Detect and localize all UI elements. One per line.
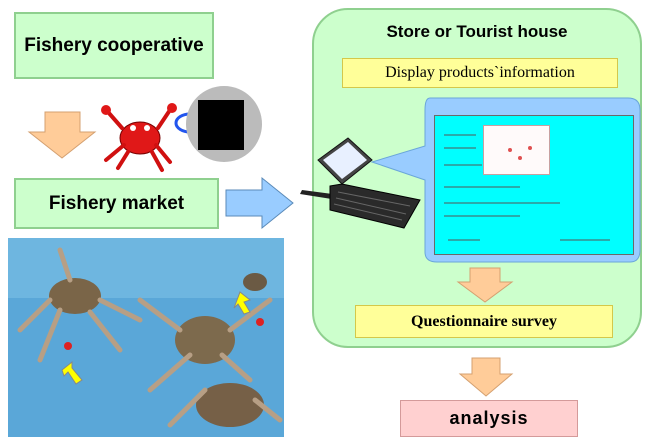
right-arrow-market-store — [225, 176, 294, 230]
fishery-cooperative-box: Fishery cooperative — [14, 12, 214, 79]
info-screen-chart — [483, 125, 550, 175]
laptop-icon — [300, 137, 421, 229]
yellow-arrow-icon — [61, 291, 252, 385]
store-title: Store or Tourist house — [386, 22, 568, 41]
display-info-box: Display products`information — [342, 58, 618, 88]
down-arrow-survey-analysis — [458, 357, 514, 397]
down-arrow-screen-survey — [456, 267, 514, 303]
crab-icon — [101, 103, 177, 172]
fishery-market-box: Fishery market — [14, 178, 219, 229]
tag-icon — [174, 86, 262, 162]
analysis-box: analysis — [400, 400, 578, 437]
down-arrow-coop-market — [27, 111, 97, 159]
questionnaire-survey-box: Questionnaire survey — [355, 305, 613, 338]
crab-photo — [8, 238, 284, 437]
